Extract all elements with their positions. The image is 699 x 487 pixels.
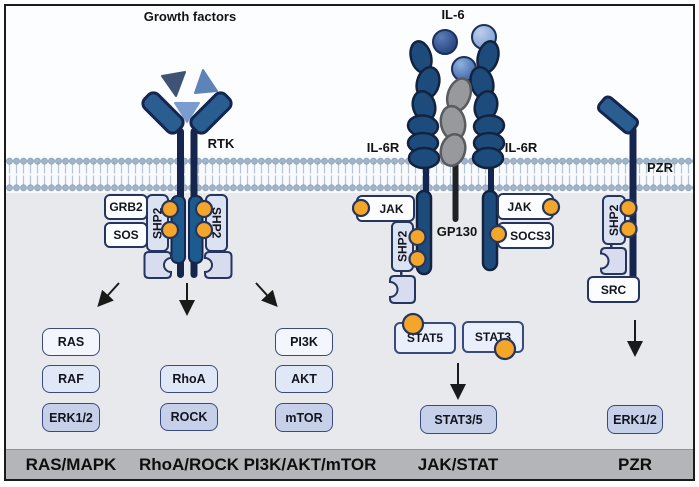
socs3-box: SOCS3 — [497, 222, 554, 249]
sos-box: SOS — [104, 222, 148, 248]
il6-label: IL-6 — [441, 7, 465, 22]
erk12-pzr-box: ERK1/2 — [607, 405, 663, 434]
shp2-domain-icon — [600, 243, 627, 275]
pathway-label-rhoa-rock: RhoA/ROCK — [138, 455, 240, 474]
shp2-domain-icon — [389, 270, 416, 304]
gp130-label: GP130 — [436, 224, 478, 239]
pathway-label-pzr: PZR — [618, 455, 652, 474]
stat35-box: STAT3/5 — [420, 405, 497, 434]
il6r-right-label: IL-6R — [504, 140, 538, 155]
shp2-box: SHP2 — [146, 194, 169, 252]
growth-factor-ligands-icon — [161, 69, 218, 123]
jak-box: JAK — [356, 195, 415, 222]
signal-arrows — [97, 282, 643, 400]
rock-box: ROCK — [160, 403, 218, 431]
mtor-box: mTOR — [275, 403, 333, 432]
src-box: SRC — [587, 276, 640, 303]
plasma-membrane-icon — [6, 156, 693, 193]
pzr-receptor-icon — [596, 95, 640, 286]
akt-box: AKT — [275, 365, 333, 393]
grb2-box: GRB2 — [104, 194, 148, 220]
shp2-box: SHP2 — [602, 195, 626, 245]
rtk-label: RTK — [207, 136, 235, 151]
il6r-left-icon — [406, 40, 441, 276]
shp2-box: SHP2 — [391, 221, 414, 272]
ras-box: RAS — [42, 328, 100, 356]
raf-box: RAF — [42, 365, 100, 393]
rhoa-box: RhoA — [160, 365, 218, 393]
pi3k-box: PI3K — [275, 328, 333, 356]
stat5-box: STAT5 — [394, 322, 456, 354]
shp2-domain-icon — [143, 246, 233, 279]
pathway-label-jak-stat: JAK/STAT — [417, 455, 499, 474]
growth-factors-label: Growth factors — [143, 9, 237, 24]
gp130-icon — [439, 77, 473, 222]
il6r-left-label: IL-6R — [366, 140, 400, 155]
pathway-footer-band: RAS/MAPK RhoA/ROCK PI3K/AKT/mTOR JAK/STA… — [6, 449, 693, 480]
stat3-box: STAT3 — [462, 321, 524, 353]
jak-box: JAK — [497, 193, 554, 220]
pathway-label-pi3k-akt-mtor: PI3K/AKT/mTOR — [243, 455, 377, 474]
shp2-box: SHP2 — [205, 194, 228, 252]
pathway-label-ras-mapk: RAS/MAPK — [25, 455, 117, 474]
extracellular-space — [6, 6, 693, 157]
erk12-box: ERK1/2 — [42, 403, 100, 432]
pzr-label: PZR — [647, 160, 673, 175]
